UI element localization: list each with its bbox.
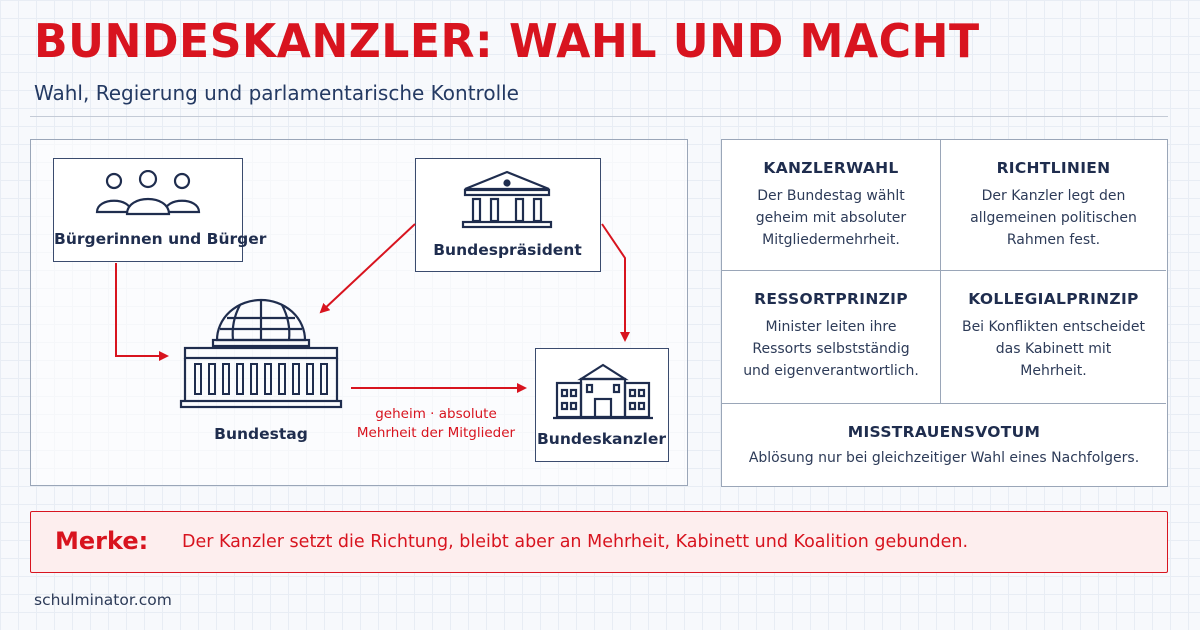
header-divider <box>30 116 1168 117</box>
principle-text: Der Kanzler legt den allgemeinen politis… <box>970 188 1137 248</box>
principle-title: KANZLERWAHL <box>763 159 899 177</box>
arrow-buerger-to-bundestag <box>115 263 169 361</box>
principle-text: Bei Konflikten entscheidet das Kabinett … <box>961 319 1146 379</box>
principles-grid: KANZLERWAHL Der Bundestag wählt geheim m… <box>721 139 1168 487</box>
flow-arrows <box>115 223 630 393</box>
node-kanzler-label: Bundeskanzler <box>536 430 666 448</box>
reichstag-dome-icon <box>179 298 343 409</box>
principle-text: Ablösung nur bei gleichzeitiger Wahl ein… <box>748 450 1140 466</box>
principle-richtlinien: RICHTLINIEN Der Kanzler legt den allgeme… <box>941 159 1166 251</box>
portico-icon <box>461 170 553 229</box>
edge-note-line1: geheim · absolute <box>375 406 497 422</box>
principle-kanzlerwahl: KANZLERWAHL Der Bundestag wählt geheim m… <box>722 159 940 251</box>
principle-title: KOLLEGIALPRINZIP <box>968 290 1139 308</box>
edge-note-line2: Mehrheit der Mitglieder <box>356 425 516 441</box>
principle-text: Minister leiten ihre Ressorts selbststän… <box>743 319 919 379</box>
page-subtitle: Wahl, Regierung und parlamentarische Kon… <box>34 81 519 105</box>
node-praesident: Bundespräsident <box>415 158 601 272</box>
principle-kollegialprinzip: KOLLEGIALPRINZIP Bei Konflikten entschei… <box>941 290 1166 382</box>
principle-misstrauensvotum: MISSTRAUENSVOTUM Ablösung nur bei gleich… <box>722 423 1166 469</box>
principle-title: MISSTRAUENSVOTUM <box>847 423 1041 441</box>
node-praesident-label: Bundespräsident <box>433 241 582 259</box>
election-flow-diagram: Bürgerinnen und Bürger Bundespräsident <box>30 139 688 486</box>
chancellery-building-icon <box>553 363 653 420</box>
principle-title: RICHTLINIEN <box>996 159 1111 177</box>
edge-note: geheim · absolute Mehrheit der Mitgliede… <box>356 405 516 443</box>
merke-callout: Merke: Der Kanzler setzt die Richtung, b… <box>30 511 1168 573</box>
merke-label: Merke: <box>55 527 149 555</box>
grid-divider <box>722 403 1166 404</box>
arrow-praesident-to-bundestag <box>319 223 416 314</box>
node-buerger-label: Bürgerinnen und Bürger <box>54 230 267 248</box>
node-bundestag-label: Bundestag <box>214 425 308 443</box>
principle-text: Der Bundestag wählt geheim mit absoluter… <box>755 188 907 248</box>
principle-ressortprinzip: RESSORTPRINZIP Minister leiten ihre Ress… <box>722 290 940 382</box>
node-buerger: Bürgerinnen und Bürger <box>53 158 267 262</box>
grid-divider <box>940 140 941 403</box>
people-icon <box>95 170 201 216</box>
grid-divider <box>722 270 1166 271</box>
node-kanzler: Bundeskanzler <box>535 348 669 462</box>
merke-text: Der Kanzler setzt die Richtung, bleibt a… <box>182 532 969 552</box>
source-footer: schulminator.com <box>34 591 172 609</box>
page-title: BUNDESKANZLER: WAHL UND MACHT <box>34 14 980 68</box>
arrow-praesident-to-kanzler <box>601 223 630 342</box>
principle-title: RESSORTPRINZIP <box>754 290 908 308</box>
